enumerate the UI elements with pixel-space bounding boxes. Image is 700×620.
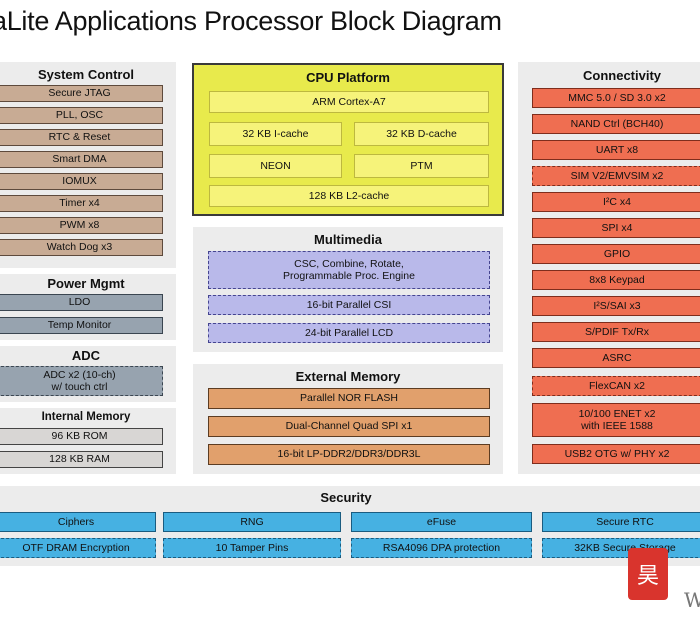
adc-block: ADC x2 (10-ch) w/ touch ctrl bbox=[0, 366, 163, 396]
rtc-reset-block: RTC & Reset bbox=[0, 129, 163, 146]
internal-memory-panel: Internal Memory 96 KB ROM 128 KB RAM bbox=[0, 408, 176, 474]
iomux-block: IOMUX bbox=[0, 173, 163, 190]
secure-rtc-block: Secure RTC bbox=[542, 512, 700, 532]
spi-block: SPI x4 bbox=[532, 218, 700, 238]
sim-block: SIM V2/EMVSIM x2 bbox=[532, 166, 700, 186]
adc-line2: w/ touch ctrl bbox=[51, 381, 108, 393]
spdif-block: S/PDIF Tx/Rx bbox=[532, 322, 700, 342]
ciphers-block: Ciphers bbox=[0, 512, 156, 532]
security-panel: Security Ciphers RNG eFuse Secure RTC OT… bbox=[0, 486, 700, 566]
uart-block: UART x8 bbox=[532, 140, 700, 160]
nor-flash-block: Parallel NOR FLASH bbox=[208, 388, 490, 409]
external-memory-panel: External Memory Parallel NOR FLASH Dual-… bbox=[193, 364, 503, 474]
i2c-block: I²C x4 bbox=[532, 192, 700, 212]
quad-spi-block: Dual-Channel Quad SPI x1 bbox=[208, 416, 490, 437]
rom-block: 96 KB ROM bbox=[0, 428, 163, 445]
efuse-block: eFuse bbox=[351, 512, 532, 532]
enet-block: 10/100 ENET x2 with IEEE 1588 bbox=[532, 403, 700, 437]
multimedia-title: Multimedia bbox=[314, 232, 382, 247]
system-control-title: System Control bbox=[37, 67, 135, 82]
ddr-block: 16-bit LP-DDR2/DDR3/DDR3L bbox=[208, 444, 490, 465]
connectivity-panel: Connectivity MMC 5.0 / SD 3.0 x2 NAND Ct… bbox=[518, 62, 700, 474]
internal-memory-title: Internal Memory bbox=[41, 411, 131, 423]
pxp-line2: Programmable Proc. Engine bbox=[283, 270, 415, 282]
neon-block: NEON bbox=[209, 154, 342, 178]
otf-dram-encryption-block: OTF DRAM Encryption bbox=[0, 538, 156, 558]
dcache-block: 32 KB D-cache bbox=[354, 122, 489, 146]
tamper-pins-block: 10 Tamper Pins bbox=[163, 538, 341, 558]
pxp-block: CSC, Combine, Rotate, Programmable Proc.… bbox=[208, 251, 490, 289]
page-title: aLite Applications Processor Block Diagr… bbox=[0, 6, 502, 36]
timer-block: Timer x4 bbox=[0, 195, 163, 212]
asrc-block: ASRC bbox=[532, 348, 700, 368]
ptm-block: PTM bbox=[354, 154, 489, 178]
cpu-platform-panel: CPU Platform ARM Cortex-A7 32 KB I-cache… bbox=[192, 63, 504, 216]
nand-ctrl-block: NAND Ctrl (BCH40) bbox=[532, 114, 700, 134]
l2-cache-block: 128 KB L2-cache bbox=[209, 185, 489, 207]
enet-line2: with IEEE 1588 bbox=[581, 420, 653, 432]
pxp-line1: CSC, Combine, Rotate, bbox=[294, 257, 404, 270]
i2s-sai-block: I²S/SAI x3 bbox=[532, 296, 700, 316]
watermark-letter: W bbox=[684, 588, 700, 612]
external-memory-title: External Memory bbox=[295, 369, 401, 384]
flexcan-block: FlexCAN x2 bbox=[532, 376, 700, 396]
usb-otg-block: USB2 OTG w/ PHY x2 bbox=[532, 444, 700, 464]
adc-line1: ADC x2 (10-ch) bbox=[43, 368, 116, 381]
watermark-stamp-icon: 昊 bbox=[628, 548, 668, 600]
gpio-block: GPIO bbox=[532, 244, 700, 264]
watchdog-block: Watch Dog x3 bbox=[0, 239, 163, 256]
power-mgmt-title: Power Mgmt bbox=[47, 276, 125, 291]
secure-storage-block: 32KB Secure Storage bbox=[542, 538, 700, 558]
temp-monitor-block: Temp Monitor bbox=[0, 317, 163, 334]
rng-block: RNG bbox=[163, 512, 341, 532]
pwm-block: PWM x8 bbox=[0, 217, 163, 234]
security-title: Security bbox=[320, 490, 372, 505]
keypad-block: 8x8 Keypad bbox=[532, 270, 700, 290]
secure-jtag-block: Secure JTAG bbox=[0, 85, 163, 102]
lcd-block: 24-bit Parallel LCD bbox=[208, 323, 490, 343]
icache-block: 32 KB I-cache bbox=[209, 122, 342, 146]
smart-dma-block: Smart DMA bbox=[0, 151, 163, 168]
arm-core-block: ARM Cortex-A7 bbox=[209, 91, 489, 113]
adc-title: ADC bbox=[71, 348, 101, 363]
rsa-dpa-block: RSA4096 DPA protection bbox=[351, 538, 532, 558]
system-control-panel: System Control Secure JTAG PLL, OSC RTC … bbox=[0, 62, 176, 268]
cpu-platform-title: CPU Platform bbox=[306, 70, 390, 85]
csi-block: 16-bit Parallel CSI bbox=[208, 295, 490, 315]
mmc-sd-block: MMC 5.0 / SD 3.0 x2 bbox=[532, 88, 700, 108]
adc-panel: ADC ADC x2 (10-ch) w/ touch ctrl bbox=[0, 346, 176, 402]
ram-block: 128 KB RAM bbox=[0, 451, 163, 468]
pll-osc-block: PLL, OSC bbox=[0, 107, 163, 124]
ldo-block: LDO bbox=[0, 294, 163, 311]
connectivity-title: Connectivity bbox=[583, 68, 662, 83]
power-mgmt-panel: Power Mgmt LDO Temp Monitor bbox=[0, 274, 176, 340]
enet-line1: 10/100 ENET x2 bbox=[578, 407, 656, 420]
multimedia-panel: Multimedia CSC, Combine, Rotate, Program… bbox=[193, 227, 503, 352]
